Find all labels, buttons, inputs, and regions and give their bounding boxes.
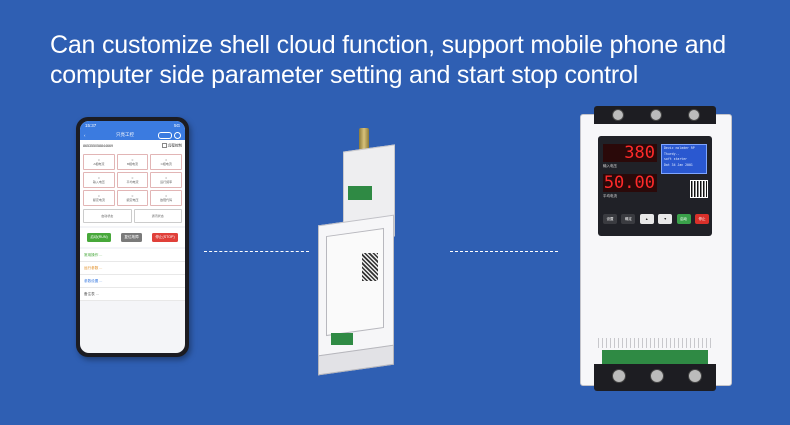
start-button[interactable]: 启动(RUN) [87, 233, 111, 243]
menu-list: 常用操作 ... 运行参数 ... 参数设置 ... 备注表 ... [80, 249, 185, 302]
control-buttons: 启动(RUN) 复位故障 停止(STOP) [80, 228, 185, 248]
param-label: B相电流 [126, 162, 138, 167]
panel-qr-code [690, 180, 708, 198]
stop-key[interactable]: 停止 [694, 214, 709, 224]
close-icon[interactable] [174, 131, 181, 139]
headline-line-1: Can customize shell cloud function, supp… [50, 31, 726, 59]
more-menu-icon[interactable] [158, 131, 172, 139]
connector-line-left [204, 251, 309, 252]
headline-line-2: computer side parameter setting and star… [50, 61, 639, 89]
param-label: 额定电压 [126, 198, 139, 203]
antenna-connector [359, 128, 369, 154]
terminal-bolt [688, 369, 702, 383]
stop-button[interactable]: 停止(STOP) [152, 233, 178, 243]
connector-line-right [450, 251, 558, 252]
control-panel: 380 输入电压 50.00 平均电流 Devic nolader RP Thu… [598, 136, 712, 236]
keypad: 设置 确定 ▲ ▼ 启动 停止 [603, 214, 709, 224]
din-rail-controller [318, 128, 400, 376]
top-terminal-block [348, 186, 372, 200]
reset-fault-button[interactable]: 复位故障 [121, 233, 142, 243]
status-cell: 启动状态 [83, 209, 132, 224]
current-display: 50.00 [603, 173, 657, 193]
menu-item-runtime[interactable]: 运行参数 ... [80, 262, 185, 276]
back-icon[interactable]: ‹ [84, 132, 86, 138]
device-id: 865355058844669 [83, 143, 113, 148]
param-value: 0 [165, 176, 167, 181]
up-key[interactable]: ▲ [639, 214, 654, 224]
param-label: 故障代码 [160, 198, 173, 203]
app-bar: ‹ 只亮工控 [80, 130, 185, 140]
status-grid: 启动状态 通讯状态 [80, 209, 185, 227]
confirm-key[interactable]: 确定 [621, 214, 636, 224]
lcd-line: soft starter [664, 157, 688, 161]
status-signal: 5G [173, 123, 180, 128]
param-value: 0 [97, 194, 100, 199]
param-value: 0 [131, 176, 134, 181]
module-label-panel [326, 227, 384, 337]
bottom-terminal-block [331, 333, 353, 345]
param-label: 运行频率 [160, 180, 173, 185]
headline: Can customize shell cloud function, supp… [50, 30, 770, 90]
terminal-bolt [650, 109, 662, 121]
terminal-bolt [612, 109, 624, 121]
lcd-line: Dat 34 Jan 2001 [664, 162, 693, 167]
param-label: C相电流 [160, 162, 172, 167]
current-display-label: 平均电流 [603, 194, 617, 198]
param-label: A相电流 [93, 162, 105, 167]
lcd-line: Thurdy-- [664, 151, 680, 156]
voltage-display-label: 输入电压 [603, 164, 617, 168]
terminal-bolt [612, 369, 626, 383]
param-value: 0 [131, 194, 134, 199]
lcd-screen: Devic nolader RP Thurdy-- soft starter D… [661, 144, 707, 174]
soft-starter: 380 输入电压 50.00 平均电流 Devic nolader RP Thu… [580, 106, 732, 391]
terminal-bolt [650, 369, 664, 383]
param-label: 输入电压 [92, 180, 105, 185]
status-cell: 通讯状态 [133, 209, 182, 224]
status-label: 通讯状态 [151, 214, 164, 219]
param-value: 0 [165, 194, 167, 199]
ventilation-slots [598, 338, 712, 348]
module-qr-code [362, 253, 378, 281]
down-key[interactable]: ▼ [658, 214, 673, 224]
terminal-bolt [688, 109, 700, 121]
param-value: 0 [165, 158, 167, 163]
menu-item-settings[interactable]: 参数设置 ... [80, 275, 185, 289]
remote-control-toggle[interactable]: 远程控制 [161, 143, 182, 148]
param-label: 额定电流 [92, 198, 105, 203]
param-value: 0 [131, 158, 134, 163]
lcd-line: Devic nolader RP [664, 146, 695, 150]
checkbox-icon[interactable] [161, 143, 167, 148]
status-time: 15:37 [85, 123, 97, 128]
settings-key[interactable]: 设置 [603, 214, 617, 224]
bottom-terminal-strip [602, 350, 708, 366]
status-label: 启动状态 [101, 214, 114, 219]
app-title: 只亮工控 [116, 132, 134, 137]
menu-item-common[interactable]: 常用操作 ... [80, 249, 185, 263]
phone-status-bar: 15:37 5G [80, 121, 185, 130]
remote-control-label: 远程控制 [167, 143, 182, 148]
device-row: 865355058844669 远程控制 [80, 140, 185, 152]
param-value: 0 [97, 176, 100, 181]
run-key[interactable]: 启动 [676, 214, 691, 224]
voltage-display: 380 [603, 144, 657, 162]
param-value: 0 [97, 158, 100, 163]
param-label: 平均电流 [126, 180, 139, 185]
menu-item-notes[interactable]: 备注表 ... [80, 288, 185, 302]
